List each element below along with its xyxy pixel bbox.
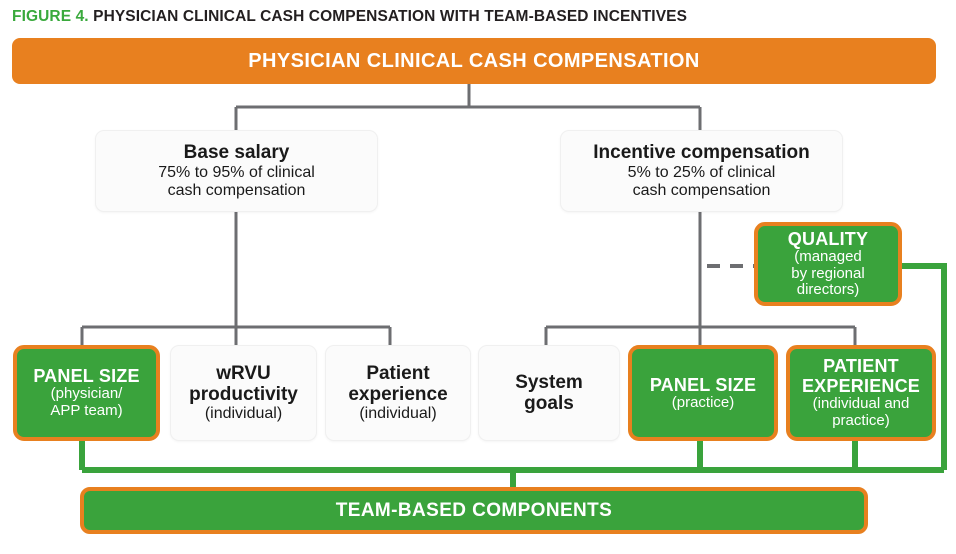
banner-top-label: PHYSICIAN CLINICAL CASH COMPENSATION bbox=[248, 49, 700, 72]
node-patient-experience-individual-detail: (individual) bbox=[359, 405, 437, 423]
banner-bottom-label: TEAM-BASED COMPONENTS bbox=[335, 499, 613, 521]
figure-number: FIGURE 4. bbox=[12, 8, 89, 25]
node-incentive-compensation-title: Incentive compensation bbox=[593, 142, 810, 164]
node-quality-title: QUALITY bbox=[787, 228, 869, 249]
figure-title-text: PHYSICIAN CLINICAL CASH COMPENSATION WIT… bbox=[93, 8, 688, 25]
node-panel-size-physician-app-team-title: PANEL SIZE bbox=[33, 366, 140, 387]
banner-physician-clinical-cash-compensation[interactable]: PHYSICIAN CLINICAL CASH COMPENSATION bbox=[12, 38, 936, 84]
node-panel-size-practice-title: PANEL SIZE bbox=[649, 374, 757, 395]
wire-team-quality bbox=[902, 263, 947, 470]
figure-title: FIGURE 4. PHYSICIAN CLINICAL CASH COMPEN… bbox=[12, 8, 687, 26]
banner-team-based-components[interactable]: TEAM-BASED COMPONENTS bbox=[80, 487, 868, 534]
node-incentive-compensation[interactable]: Incentive compensation 5% to 25% of clin… bbox=[560, 130, 843, 212]
node-panel-size-physician-app-team-detail: (physician/APP team) bbox=[50, 385, 123, 420]
node-panel-size-practice-detail: (practice) bbox=[671, 393, 735, 411]
node-panel-size-physician-app-team[interactable]: PANEL SIZE (physician/APP team) bbox=[13, 345, 160, 441]
node-panel-size-practice[interactable]: PANEL SIZE (practice) bbox=[628, 345, 778, 441]
node-base-salary-title: Base salary bbox=[183, 142, 290, 164]
node-wrvu-productivity-detail: (individual) bbox=[204, 405, 283, 423]
